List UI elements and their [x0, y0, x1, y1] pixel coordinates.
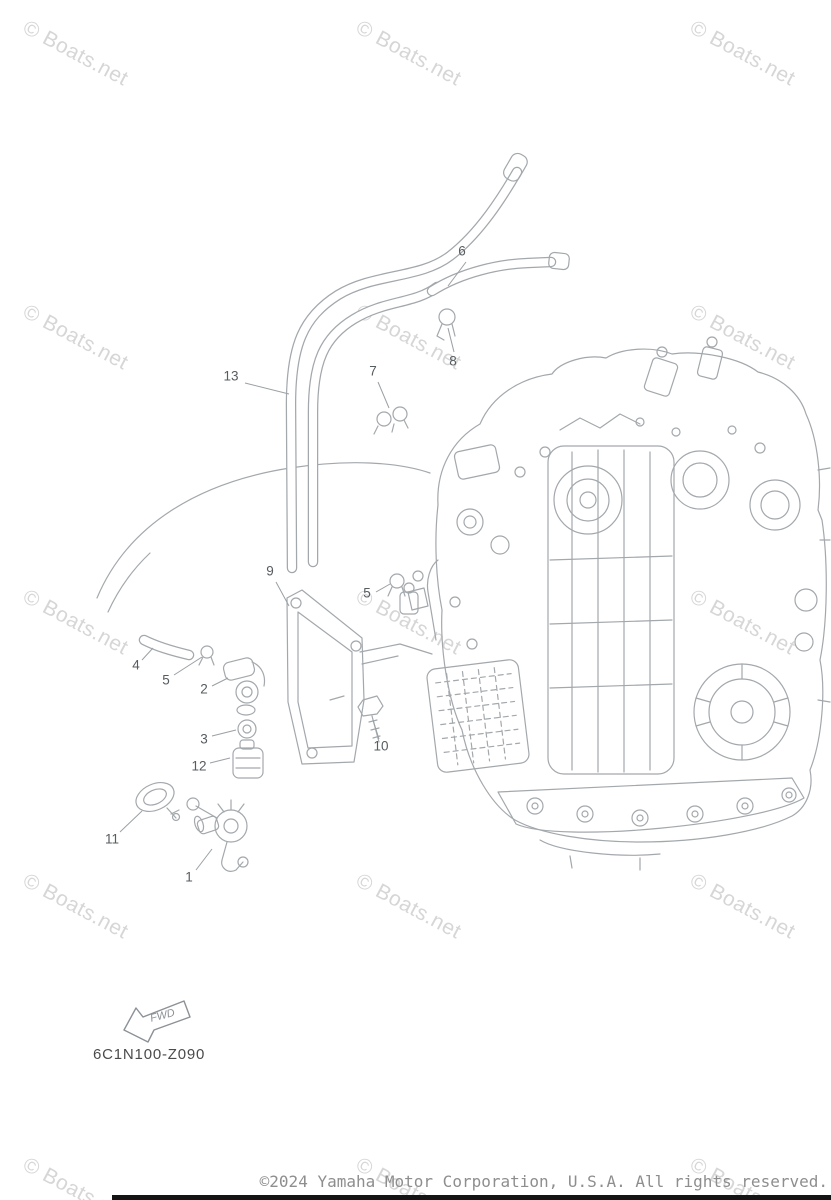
callout-leader-line: [195, 848, 213, 871]
callout-leader-line: [119, 810, 143, 833]
copyright-text: ©2024 Yamaha Motor Corporation, U.S.A. A…: [259, 1172, 828, 1191]
callout-leader-line: [211, 677, 229, 687]
callout-leader-line: [447, 261, 467, 287]
fuel-hoses-13: [291, 151, 530, 568]
hose-clamp-5-left: [199, 646, 214, 665]
diagram-code: 6C1N100-Z090: [93, 1046, 206, 1063]
copyright-footer: ©2024 Yamaha Motor Corporation, U.S.A. A…: [260, 1172, 828, 1191]
callout-leader-line: [372, 719, 380, 740]
callout-leader-line: [211, 729, 237, 737]
cover-plate-grid: [426, 659, 530, 773]
fwd-arrow-icon: FWD: [123, 1000, 191, 1043]
callout-leader-line: [173, 656, 203, 676]
callout-leader-line: [244, 382, 290, 395]
callout-leader-line: [275, 581, 290, 607]
callout-leader-line: [141, 647, 154, 661]
callout-leader-line: [377, 381, 390, 409]
callout-leader-line: [375, 583, 391, 593]
breather-hose-4: [144, 640, 189, 655]
callout-leader-line: [209, 757, 231, 764]
gasket-plate-9: [287, 590, 364, 764]
fuel-cock-1: [187, 798, 248, 871]
footer-bar: [112, 1195, 831, 1200]
hose-6: [432, 252, 570, 291]
callout-leader-line: [447, 327, 455, 353]
ring-3: [238, 720, 256, 738]
hose-clamp-8: [437, 309, 455, 340]
cap-11: [131, 777, 179, 821]
hose-clamp-7: [374, 407, 408, 434]
cowl-outline: [97, 463, 430, 612]
fwd-indicator: FWD: [116, 988, 200, 1050]
engine-block: [360, 337, 830, 870]
canister-12: [233, 740, 263, 778]
fwd-label: FWD: [149, 1007, 176, 1025]
elbow-fitting-2: [222, 657, 264, 715]
hose-clamp-5-mid: [388, 574, 418, 614]
